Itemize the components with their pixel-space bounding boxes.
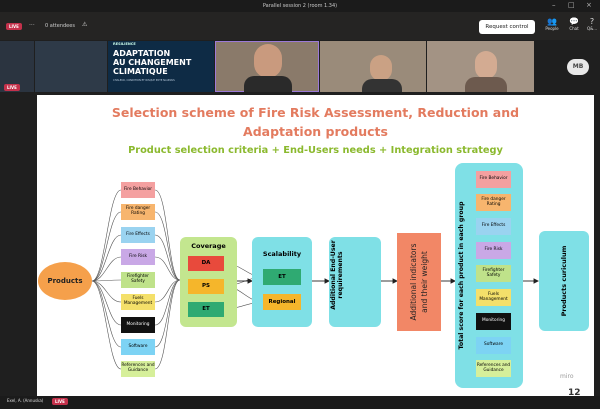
left-item-monitoring: Monitoring [121, 317, 155, 333]
slide-page-number: 12 [568, 388, 581, 398]
chat-button[interactable]: 💬Chat [566, 17, 582, 31]
video-tile[interactable] [35, 41, 107, 92]
presenter-name: Exel, A. (Annuska) [7, 398, 44, 403]
coverage-label: Coverage [191, 242, 226, 250]
left-item-firefighter-safety: Firefighter Safety [121, 272, 155, 288]
avatar[interactable]: MB [567, 59, 589, 75]
right-item-fire-danger: Fire danger Rating [476, 194, 511, 211]
bottom-bar [0, 396, 600, 409]
scalability-regional: Regional [263, 294, 301, 310]
additional-indicators-label: Additional indicators and their weight [409, 243, 429, 321]
video-tile-speaker[interactable] [215, 41, 319, 92]
miro-watermark: miro [560, 373, 574, 380]
right-item-fire-behavior: Fire Behavior [476, 171, 511, 188]
right-item-fuels-management: Fuels Management [476, 289, 511, 306]
live-badge: LIVE [6, 23, 22, 30]
maximize-icon[interactable]: □ [568, 1, 575, 9]
video-tile[interactable] [427, 41, 534, 92]
left-item-software: Software [121, 339, 155, 355]
video-tile[interactable] [0, 41, 34, 92]
left-item-fire-effects: Fire Effects [121, 227, 155, 243]
slide-subtitle: Product selection criteria + End-Users n… [128, 145, 503, 156]
qa-button[interactable]: ?Q&... [586, 17, 598, 31]
qa-icon: ? [589, 17, 595, 26]
curriculum-label: Products curiculum [560, 245, 568, 317]
title-bar: Parallel session 2 (room 1.34) – □ × [0, 0, 600, 12]
minimize-icon[interactable]: – [552, 1, 556, 9]
scalability-et: ET [263, 269, 301, 285]
right-item-fire-effects: Fire Effects [476, 218, 511, 235]
products-node: Products [38, 262, 92, 300]
attendees-count: 0 attendees [45, 23, 75, 29]
people-button[interactable]: 👥People [545, 17, 559, 31]
total-score-label: Total score for each product in each gro… [458, 201, 465, 350]
chat-icon: 💬 [569, 17, 579, 26]
window-title: Parallel session 2 (room 1.34) [262, 3, 338, 9]
right-item-firefighter-safety: Firefighter Safety [476, 265, 511, 282]
right-item-monitoring: Monitoring [476, 313, 511, 330]
left-item-fire-behavior: Fire Behavior [121, 182, 155, 198]
video-tile[interactable] [320, 41, 426, 92]
additional-indicators-card [397, 233, 441, 331]
scalability-label: Scalability [262, 250, 302, 258]
end-user-label: Additional End-User requirements [330, 240, 344, 310]
live-badge-bottom: LIVE [52, 398, 68, 405]
coverage-da: DA [188, 256, 224, 271]
request-control-button[interactable]: Request control [479, 20, 535, 34]
dots-icon[interactable]: ··· [29, 22, 35, 29]
left-item-fire-danger: Fire danger Rating [121, 204, 155, 220]
left-item-references: References and Guidance [121, 361, 155, 377]
right-item-references: References and Guidance [476, 360, 511, 377]
people-icon: 👥 [547, 17, 557, 26]
slide-title-line2: Adaptation products [243, 124, 388, 139]
live-badge-strip: LIVE [4, 84, 20, 91]
coverage-et: ET [188, 302, 224, 317]
end-user-card [329, 237, 381, 327]
close-icon[interactable]: × [586, 1, 592, 9]
right-item-fire-risk: Fire Risk [476, 242, 511, 259]
left-item-fuels-management: Fuels Management [121, 294, 155, 310]
left-item-fire-risk: Fire Risk [121, 249, 155, 265]
curriculum-card [539, 231, 589, 331]
warning-icon: ⚠ [82, 21, 88, 28]
coverage-ps: PS [188, 279, 224, 294]
right-item-software: Software [476, 337, 511, 354]
slide-title-line1: Selection scheme of Fire Risk Assessment… [111, 105, 520, 120]
